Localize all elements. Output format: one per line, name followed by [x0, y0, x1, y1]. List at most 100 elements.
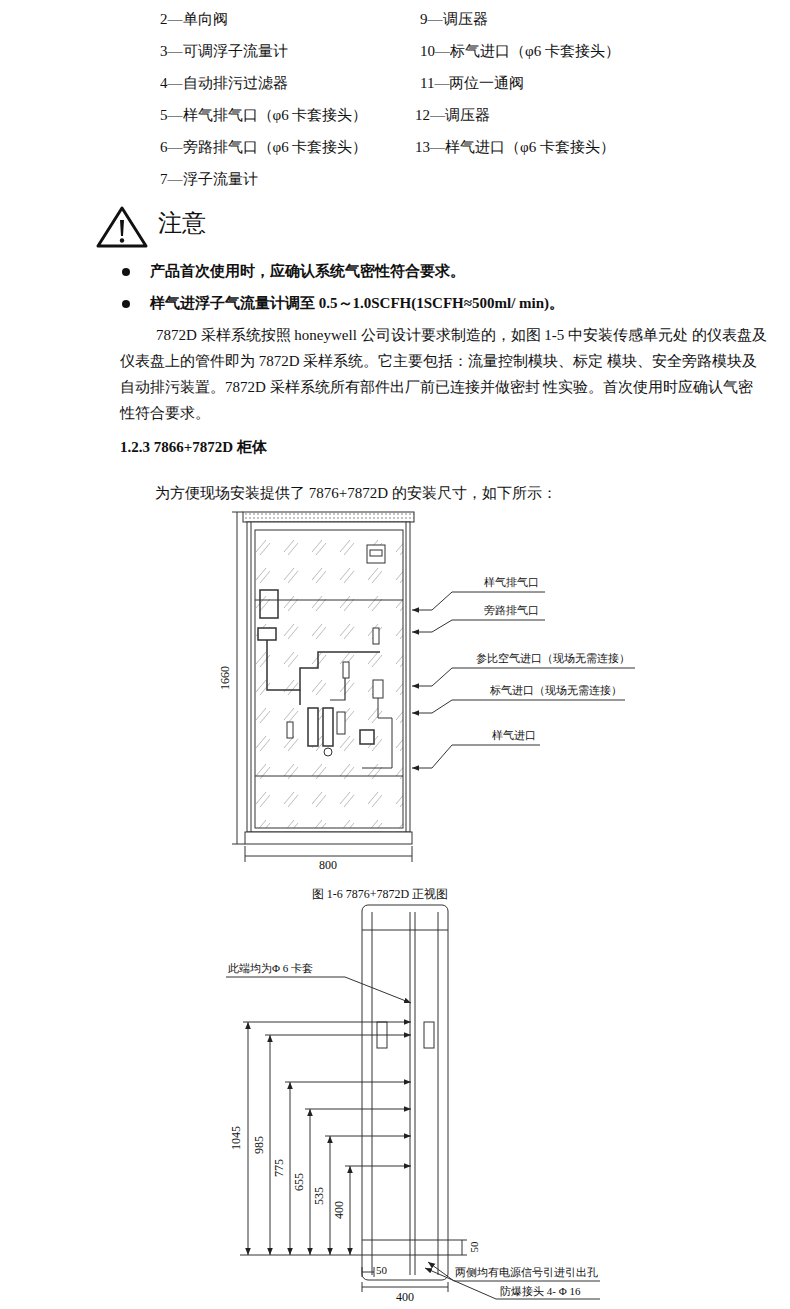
drawing-part — [410, 912, 411, 1275]
drawing-part — [258, 628, 276, 640]
drawing-part — [330, 1136, 331, 1255]
drawing-part — [448, 1255, 467, 1256]
figure-caption: 图 1-6 7876+7872D 正视图 — [312, 887, 448, 903]
drawing-part — [248, 1022, 249, 1255]
drawing-part — [255, 600, 403, 601]
part-legend-item: 12—调压器 — [415, 106, 490, 126]
drawing-part — [120, 238, 124, 242]
drawing-part — [247, 522, 410, 832]
drawing-part — [260, 590, 278, 618]
drawing-part — [323, 708, 333, 746]
drawing-part — [374, 1267, 375, 1277]
part-legend-item: 9—调压器 — [420, 10, 488, 30]
drawing-part — [412, 700, 625, 713]
callout-label: 标气进口（现场无需连接） — [490, 683, 622, 697]
bullet-dots — [122, 268, 130, 308]
drawing-part — [362, 1267, 363, 1277]
drawing-part — [98, 208, 146, 246]
dimension-value: 535 — [312, 1186, 328, 1206]
drawing-part — [290, 1082, 291, 1255]
drawing-part — [337, 712, 345, 734]
drawing-part — [424, 1022, 434, 1048]
dimension-value: 1660 — [218, 665, 234, 691]
callout-label: 样气进口 — [492, 728, 536, 742]
drawing-part — [267, 640, 380, 690]
front-view-cabinet — [243, 512, 414, 844]
drawing-part — [372, 912, 373, 1275]
body-text: 样气进浮子气流量计调至 0.5～1.0SCFH(1SCFH≈500ml/ min… — [150, 294, 564, 314]
drawing-part — [412, 668, 635, 686]
body-text: 产品首次使用时，应确认系统气密性符合要求。 — [150, 262, 465, 282]
side-dimension-lines — [226, 977, 600, 1299]
part-legend-item: 13—样气进口（φ6 卡套接头） — [415, 138, 615, 158]
drawing-part — [367, 545, 385, 563]
part-legend-item: 10—标气进口（φ6 卡套接头） — [420, 42, 620, 62]
port-leader-lines — [412, 592, 635, 768]
drawing-part — [373, 628, 379, 644]
part-legend-item: 7—浮子流量计 — [160, 170, 258, 190]
part-legend-item: 11—两位一通阀 — [420, 74, 524, 94]
drawing-part — [255, 530, 403, 828]
drawing-part — [232, 512, 243, 513]
callout-label: 两侧均有电源信号引进引出孔 — [455, 1265, 598, 1279]
drawing-part — [243, 512, 414, 522]
drawing-part — [325, 1136, 411, 1137]
drawing-part — [122, 300, 130, 308]
drawing-part — [345, 1166, 411, 1167]
drawing-part — [428, 1262, 600, 1281]
drawing-part — [255, 776, 403, 777]
part-legend-item: 4—自动排污过滤器 — [160, 74, 288, 94]
drawing-part — [122, 268, 130, 276]
drawing-part — [362, 698, 392, 768]
drawing-part — [362, 905, 448, 1280]
drawing-part — [287, 722, 293, 738]
drawing-part — [438, 912, 439, 1275]
drawing-part — [305, 1109, 411, 1110]
drawing-part — [265, 1035, 411, 1036]
drawing-part — [251, 522, 252, 832]
dimension-value: 400 — [332, 1200, 348, 1220]
drawing-part — [362, 1240, 448, 1241]
drawing-part — [232, 844, 245, 845]
drawing-part — [362, 1272, 374, 1273]
drawing-part — [373, 680, 383, 698]
dimension-value: 655 — [292, 1172, 308, 1192]
drawing-part — [308, 708, 318, 746]
body-text: 为方便现场安装提供了 7876+7872D 的安装尺寸，如下所示： — [155, 484, 557, 504]
drawing-part — [362, 1282, 363, 1292]
drawing-part — [310, 1109, 311, 1255]
warning-icon — [98, 208, 146, 246]
drawing-part — [226, 977, 411, 1003]
front-dimension-lines — [232, 512, 412, 862]
drawing-part — [362, 930, 448, 931]
drawing-part — [362, 1287, 448, 1288]
callout-label: 参比空气进口（现场无需连接） — [476, 651, 630, 665]
drawing-part — [343, 662, 349, 678]
part-legend-item: 3—可调浮子流量计 — [160, 42, 288, 62]
side-view-cabinet — [362, 905, 448, 1280]
drawing-part — [243, 1022, 411, 1023]
drawing-part — [237, 512, 238, 844]
drawing-part — [412, 745, 540, 768]
drawing-part — [245, 832, 412, 844]
section-heading: 1.2.3 7866+7872D 柜体 — [120, 438, 267, 458]
drawing-part — [362, 1255, 448, 1256]
dimension-value: 775 — [272, 1158, 288, 1178]
drawing-part — [120, 220, 124, 236]
dimension-value: 400 — [395, 1290, 415, 1306]
dimension-value: 800 — [318, 858, 338, 874]
callout-label: 此端均为Φ 6 卡套 — [228, 961, 313, 975]
drawing-part — [370, 550, 382, 556]
dimension-value: 985 — [252, 1135, 268, 1155]
drawing-part — [406, 522, 407, 832]
callout-label: 旁路排气口 — [484, 603, 539, 617]
drawing-part — [462, 1240, 463, 1255]
drawing-part — [285, 1082, 411, 1083]
drawing-part — [240, 1255, 362, 1256]
part-legend-item: 5—样气排气口（φ6 卡套接头） — [160, 106, 367, 126]
drawing-part — [245, 846, 246, 862]
drawing-part — [299, 690, 301, 705]
drawing-part — [448, 1282, 449, 1292]
callout-label: 样气排气口 — [484, 575, 539, 589]
